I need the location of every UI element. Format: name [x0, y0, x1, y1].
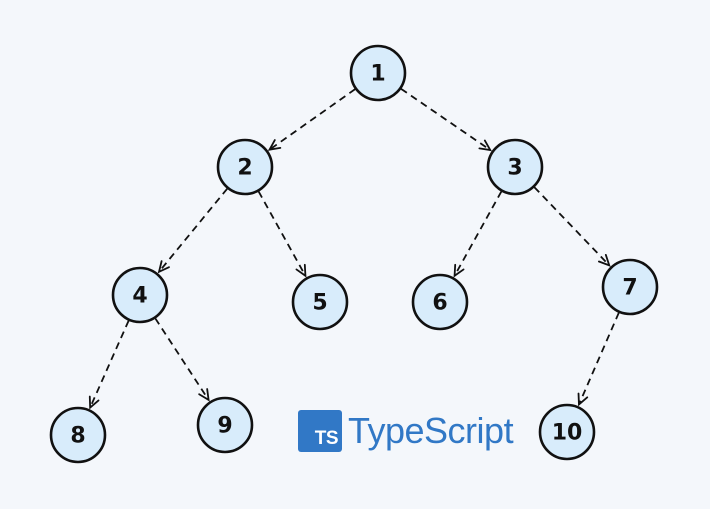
node-circle — [111, 266, 169, 324]
edges-layer — [88, 88, 620, 410]
node-label: 9 — [217, 414, 232, 439]
arrowhead-icon — [157, 260, 170, 274]
node-circle — [49, 406, 107, 464]
tree-node-5: 5 — [291, 273, 349, 331]
edge-3-7 — [533, 186, 611, 267]
edge-line — [257, 191, 307, 277]
edge-line — [578, 312, 620, 405]
edge-3-6 — [453, 191, 503, 278]
node-circle — [411, 273, 469, 331]
node-label: 10 — [552, 421, 583, 446]
edge-2-4 — [157, 188, 228, 274]
tree-node-7: 7 — [601, 258, 659, 316]
node-label: 3 — [507, 156, 522, 181]
node-label: 5 — [312, 291, 327, 316]
arrowhead-icon — [267, 139, 282, 151]
edge-line — [533, 186, 610, 266]
arrowhead-icon — [453, 263, 465, 278]
edge-2-5 — [257, 191, 307, 278]
nodes-layer: 1 2 3 4 5 6 7 8 9 10 — [49, 44, 659, 464]
arrowhead-icon — [478, 139, 492, 152]
arrowhead-icon — [88, 395, 100, 410]
typescript-logo: TS TypeScript — [298, 410, 514, 452]
typescript-badge-icon: TS — [298, 410, 342, 452]
typescript-badge-text: TS — [314, 428, 339, 449]
typescript-wordmark: TypeScript — [348, 410, 514, 451]
edge-7-10 — [577, 312, 620, 407]
arrowhead-icon — [598, 253, 611, 267]
tree-node-8: 8 — [49, 406, 107, 464]
node-circle — [216, 138, 274, 196]
edge-line — [154, 317, 210, 401]
edge-line — [453, 191, 503, 277]
edge-1-3 — [400, 88, 492, 152]
node-label: 1 — [370, 62, 385, 87]
node-circle — [538, 403, 596, 461]
tree-node-9: 9 — [196, 396, 254, 454]
edge-line — [89, 320, 130, 408]
arrowhead-icon — [295, 263, 307, 278]
node-circle — [291, 273, 349, 331]
node-circle — [486, 138, 544, 196]
edge-line — [158, 188, 228, 273]
tree-node-6: 6 — [411, 273, 469, 331]
edge-line — [268, 88, 356, 151]
edge-4-9 — [154, 317, 210, 402]
tree-node-1: 1 — [349, 44, 407, 102]
node-label: 7 — [622, 276, 637, 301]
tree-node-3: 3 — [486, 138, 544, 196]
node-label: 8 — [70, 424, 85, 449]
tree-node-10: 10 — [538, 403, 596, 461]
tree-node-4: 4 — [111, 266, 169, 324]
node-label: 2 — [237, 156, 252, 181]
edge-1-2 — [267, 88, 356, 151]
node-circle — [196, 396, 254, 454]
edge-4-8 — [88, 320, 130, 410]
tree-node-2: 2 — [216, 138, 274, 196]
arrowhead-icon — [198, 388, 210, 402]
arrowhead-icon — [577, 392, 589, 407]
node-circle — [349, 44, 407, 102]
edge-line — [400, 88, 491, 151]
node-circle — [601, 258, 659, 316]
node-label: 4 — [132, 284, 147, 309]
node-label: 6 — [432, 291, 447, 316]
